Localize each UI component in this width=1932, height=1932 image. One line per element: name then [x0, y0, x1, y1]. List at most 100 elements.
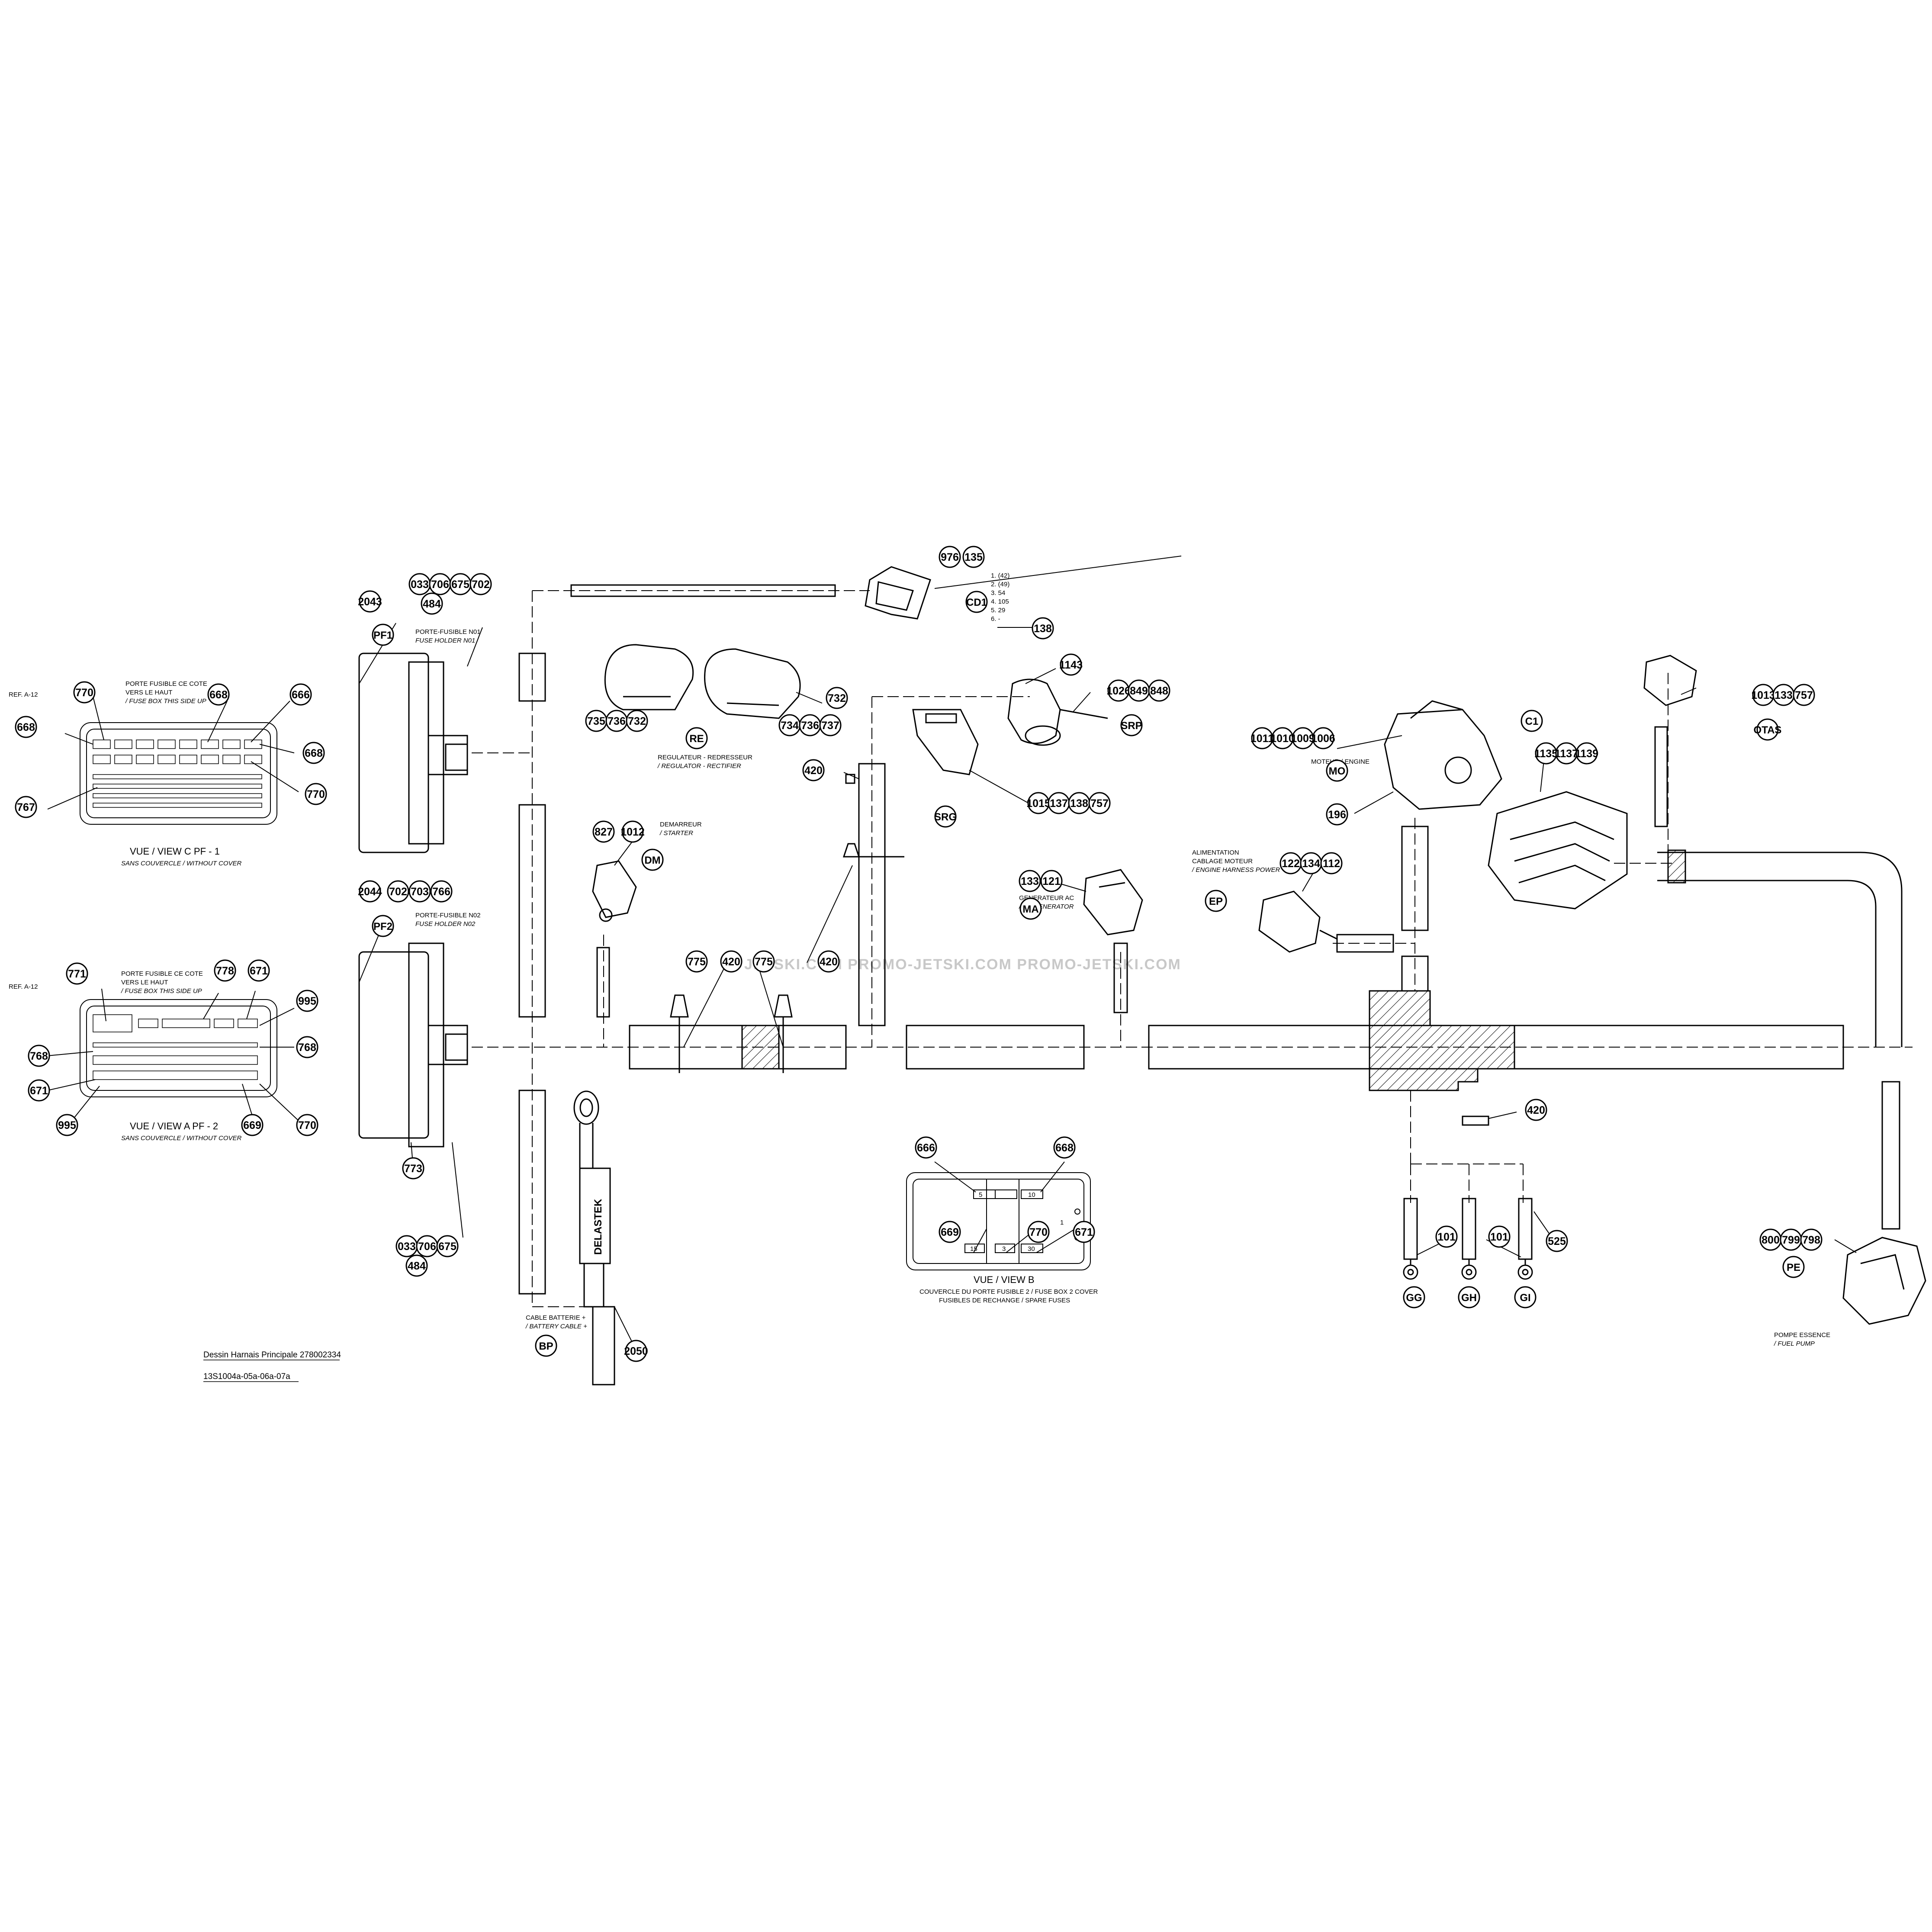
callout-1009: 1009	[1291, 733, 1315, 745]
callout-671-circle	[1073, 1221, 1095, 1243]
callout-112-circle	[1320, 852, 1343, 874]
view-c-fuse-box	[80, 722, 277, 825]
callout-770: 770	[298, 1119, 316, 1132]
ref-a12-top: REF. A-12	[9, 691, 38, 698]
callout-767-circle	[15, 796, 37, 818]
fuse-side-up-a-line1: PORTE FUSIBLE CE COTE	[121, 970, 203, 977]
pf2-label-fr: PORTE-FUSIBLE N02	[415, 912, 481, 919]
fuse-holder-pf2	[358, 942, 468, 1148]
code-gh-circle	[1458, 1286, 1480, 1308]
callout-1010: 1010	[1270, 733, 1295, 745]
callout-112: 112	[1323, 858, 1340, 870]
ep-label-3: / ENGINE HARNESS POWER	[1192, 866, 1280, 874]
callout-702-circle	[387, 880, 409, 903]
callout-484-circle	[421, 592, 443, 615]
callout-671: 671	[30, 1085, 48, 1097]
callout-736: 736	[608, 715, 626, 727]
callout-798: 798	[1802, 1234, 1820, 1246]
callout-1139: 1139	[1575, 748, 1598, 760]
connector-srg	[912, 709, 979, 775]
callout-1012-circle	[621, 820, 644, 843]
drawing-ref-code: 13S1004a-05a-06a-07a	[203, 1372, 290, 1381]
callout-196-circle	[1326, 803, 1348, 826]
code-gh: GH	[1461, 1292, 1477, 1304]
code-gi: GI	[1520, 1292, 1530, 1304]
code-c1-circle	[1521, 710, 1543, 732]
callout-976: 976	[941, 551, 959, 563]
callout-770: 770	[75, 687, 93, 699]
view-b-title: VUE / VIEW B	[974, 1274, 1035, 1285]
callout-702: 702	[389, 886, 407, 898]
callout-121: 121	[1042, 875, 1061, 887]
fuse-side-up-a-line2: VERS LE HAUT	[121, 979, 168, 986]
callout-1013: 1013	[1751, 689, 1775, 701]
dm-label-en: / STARTER	[659, 829, 693, 837]
main-harness-trunk	[629, 849, 1903, 1230]
callout-668: 668	[305, 747, 323, 759]
cd1-pin-5: 5. 29	[991, 607, 1005, 614]
callout-827: 827	[595, 826, 613, 838]
code-srp: SRP	[1121, 720, 1142, 732]
callout-420-circle	[817, 950, 840, 973]
view-b-fuse-10: 10	[1028, 1191, 1035, 1199]
code-pf2-circle	[372, 915, 394, 937]
callout-770-circle	[73, 681, 96, 704]
view-a-no-cover: SANS COUVERCLE / WITHOUT COVER	[121, 1135, 242, 1142]
callout-033: 033	[398, 1241, 416, 1253]
connector-c1-ecm	[1488, 791, 1628, 910]
callout-484: 484	[408, 1260, 426, 1272]
callout-995: 995	[58, 1119, 76, 1132]
callout-778-circle	[214, 959, 236, 982]
callout-484-circle	[405, 1254, 428, 1277]
ep-label-2: CABLAGE MOTEUR	[1192, 858, 1253, 865]
callout-671-circle	[248, 959, 270, 982]
callout-976-circle	[939, 546, 961, 568]
callout-133: 133	[1774, 689, 1793, 701]
callout-137: 137	[1050, 797, 1068, 810]
callout-666-circle	[289, 683, 312, 706]
callout-671-circle	[28, 1079, 50, 1102]
cd1-pin-1: 1. (42)	[991, 572, 1009, 579]
code-pe-circle	[1782, 1256, 1805, 1278]
callout-668: 668	[1055, 1142, 1074, 1154]
callout-734: 734	[781, 720, 799, 732]
dm-label-fr: DEMARREUR	[660, 821, 702, 828]
callout-420-circle	[720, 950, 743, 973]
callout-669-circle	[939, 1221, 961, 1243]
callout-1143: 1143	[1059, 659, 1083, 671]
callout-775: 775	[755, 956, 773, 968]
view-b-fuse-15: 15	[970, 1245, 977, 1253]
callout-138-circle	[1032, 617, 1054, 640]
annotation-labels: REF. A-12 PORTE FUSIBLE CE COTE VERS LE …	[9, 572, 1830, 1381]
callout-732: 732	[828, 692, 846, 704]
view-c-title: VUE / VIEW C PF - 1	[130, 846, 220, 857]
callout-420: 420	[1527, 1104, 1545, 1116]
callout-135: 135	[964, 551, 983, 563]
callout-736: 736	[801, 720, 819, 732]
code-re: RE	[689, 733, 704, 745]
callout-666-circle	[915, 1136, 937, 1159]
connector-ep-engine-power	[1258, 890, 1337, 953]
callout-848: 848	[1150, 685, 1168, 697]
callout-1143-circle	[1060, 653, 1082, 676]
callout-732-circle	[626, 710, 648, 732]
connector-mo-engine	[1384, 700, 1502, 810]
callout-1026: 1026	[1106, 685, 1131, 697]
connector-srp	[1007, 678, 1108, 746]
connector-dm-starter	[592, 860, 637, 922]
code-cd1: CD1	[966, 597, 987, 608]
bp-label-fr: CABLE BATTERIE +	[526, 1314, 586, 1321]
callout-420: 420	[820, 956, 838, 968]
callout-668-circle	[15, 716, 37, 738]
code-srp-circle	[1120, 714, 1143, 736]
callout-668: 668	[17, 721, 35, 733]
harness-centerlines	[472, 590, 1913, 1307]
callout-033: 033	[411, 579, 429, 591]
view-b-fuse-30: 30	[1028, 1245, 1035, 1253]
view-b-fuse-3: 3	[1002, 1245, 1006, 1253]
code-ma: MA	[1022, 903, 1038, 915]
callout-800: 800	[1762, 1234, 1780, 1246]
code-cd1-circle	[965, 591, 988, 613]
leader-lines	[47, 556, 1857, 1350]
